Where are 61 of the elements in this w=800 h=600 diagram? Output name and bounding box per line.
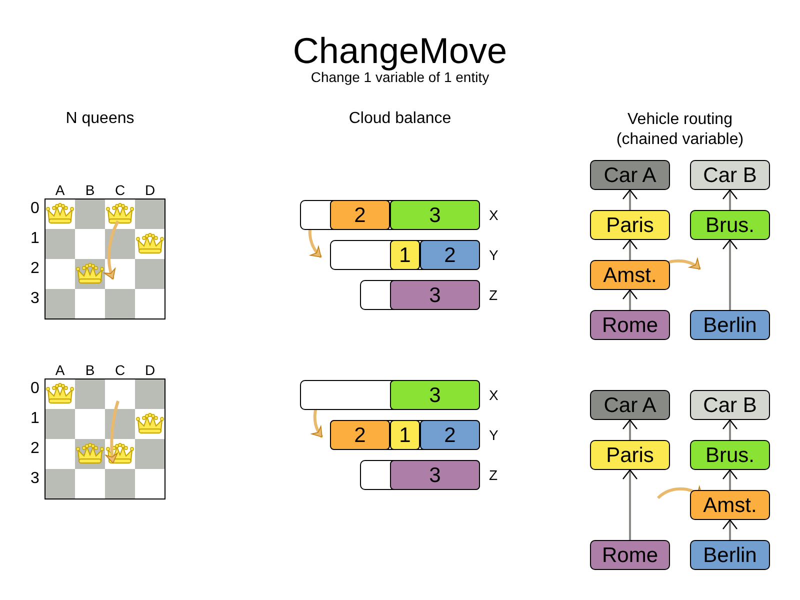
process-block: 2 <box>420 420 480 450</box>
process-block: 3 <box>390 200 480 230</box>
process-block: 1 <box>390 240 420 270</box>
chain-arrow <box>622 189 638 210</box>
section-heading: Vehicle routing (chained variable) <box>615 110 745 150</box>
location-box: Amst. <box>690 490 770 520</box>
chain-arrow <box>622 469 638 540</box>
location-box: Car B <box>690 160 770 190</box>
computer-label: Z <box>489 468 498 482</box>
chain-arrow <box>722 239 738 310</box>
process-block: 3 <box>390 460 480 490</box>
location-box: Paris <box>590 210 670 240</box>
column-label: A <box>54 182 66 198</box>
computer-label: X <box>489 388 498 402</box>
chain-arrow <box>722 469 738 490</box>
column-label: C <box>114 182 126 198</box>
column-label: A <box>54 362 66 378</box>
location-box: Car A <box>590 160 670 190</box>
diagram-title: ChangeMove <box>292 30 508 72</box>
location-box: Amst. <box>590 260 670 290</box>
process-block: 2 <box>330 420 390 450</box>
chain-arrow <box>622 239 638 260</box>
subtitle: Change 1 variable of 1 entity <box>310 69 490 85</box>
process-block: 3 <box>390 380 480 410</box>
column-label: D <box>144 362 156 378</box>
computer-label: Y <box>489 428 498 442</box>
location-box: Car A <box>590 390 670 420</box>
location-box: Berlin <box>690 540 770 570</box>
process-block: 3 <box>390 280 480 310</box>
chain-arrow <box>722 419 738 440</box>
process-block: 1 <box>390 420 420 450</box>
row-label: 3 <box>30 470 40 488</box>
process-block: 2 <box>330 200 390 230</box>
column-label: D <box>144 182 156 198</box>
section-heading: Cloud balance <box>348 110 452 128</box>
computer-label: X <box>489 208 498 222</box>
row-label: 0 <box>30 380 40 398</box>
location-box: Rome <box>590 540 670 570</box>
location-box: Paris <box>590 440 670 470</box>
location-box: Brus. <box>690 440 770 470</box>
column-label: B <box>84 362 96 378</box>
location-box: Brus. <box>690 210 770 240</box>
chain-arrow <box>622 419 638 440</box>
section-heading: N queens <box>64 110 136 128</box>
row-label: 1 <box>30 410 40 428</box>
location-box: Berlin <box>690 310 770 340</box>
chain-arrow <box>722 519 738 540</box>
computer-label: Y <box>489 248 498 262</box>
location-box: Rome <box>590 310 670 340</box>
row-label: 1 <box>30 230 40 248</box>
column-label: B <box>84 182 96 198</box>
process-block: 2 <box>420 240 480 270</box>
row-label: 0 <box>30 200 40 218</box>
row-label: 2 <box>30 440 40 458</box>
chain-arrow <box>722 189 738 210</box>
column-label: C <box>114 362 126 378</box>
row-label: 3 <box>30 290 40 308</box>
location-box: Car B <box>690 390 770 420</box>
row-label: 2 <box>30 260 40 278</box>
chain-arrow <box>622 289 638 310</box>
computer-label: Z <box>489 288 498 302</box>
